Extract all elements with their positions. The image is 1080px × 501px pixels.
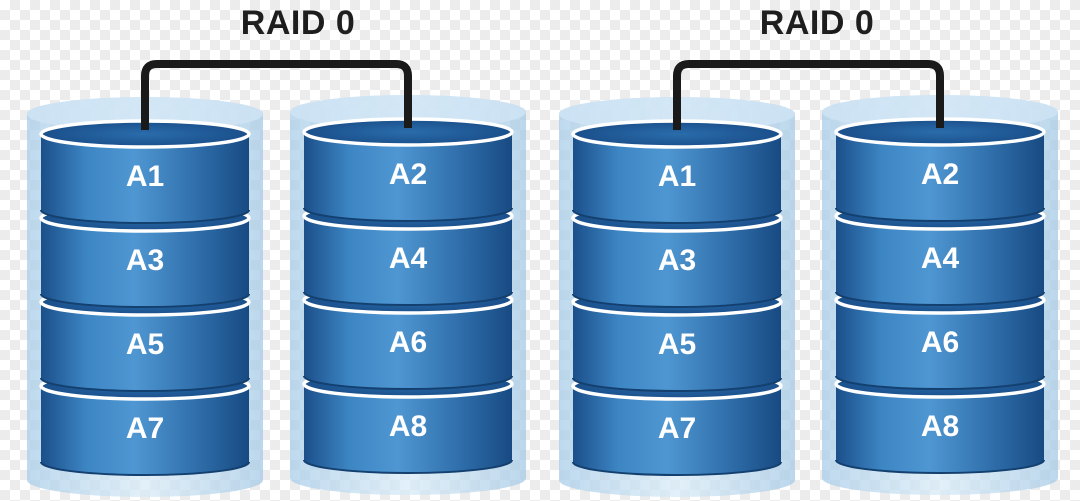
disk-segment: A1 bbox=[39, 119, 251, 224]
segment-body bbox=[836, 384, 1044, 473]
segment-body bbox=[41, 218, 249, 307]
segment-body bbox=[41, 134, 249, 223]
segment-body bbox=[41, 302, 249, 391]
segment-body bbox=[41, 386, 249, 475]
segment-label: A6 bbox=[921, 326, 959, 359]
raid-title-right: RAID 0 bbox=[759, 4, 875, 42]
segment-bottom-edge bbox=[40, 377, 250, 392]
segment-label: A7 bbox=[126, 412, 164, 445]
segment-bottom-edge bbox=[572, 461, 782, 476]
segment-bottom-edge bbox=[835, 375, 1045, 390]
disk-1-0: A7 A5 A3 A1 bbox=[559, 97, 795, 497]
segment-bottom-edge bbox=[835, 291, 1045, 306]
segment-body bbox=[304, 384, 512, 473]
segment-label: A5 bbox=[658, 328, 696, 361]
segment-label: A4 bbox=[389, 242, 428, 275]
segment-label: A3 bbox=[126, 244, 164, 277]
segment-body bbox=[836, 216, 1044, 305]
disk-0-1: A8 A6 A4 A2 bbox=[290, 95, 526, 495]
segment-bottom-edge bbox=[572, 209, 782, 224]
segment-label: A7 bbox=[658, 412, 696, 445]
segment-label: A3 bbox=[658, 244, 696, 277]
segment-label: A1 bbox=[126, 160, 164, 193]
segment-bottom-edge bbox=[572, 377, 782, 392]
segment-body bbox=[304, 132, 512, 221]
segment-label: A8 bbox=[921, 410, 959, 443]
segment-body bbox=[836, 132, 1044, 221]
segment-body bbox=[836, 300, 1044, 389]
segment-bottom-edge bbox=[303, 291, 513, 306]
connector-bracket bbox=[673, 60, 944, 130]
segment-body bbox=[304, 300, 512, 389]
segment-body bbox=[304, 216, 512, 305]
segment-label: A1 bbox=[658, 160, 696, 193]
segment-body bbox=[573, 386, 781, 475]
segment-label: A6 bbox=[389, 326, 427, 359]
segment-bottom-edge bbox=[40, 293, 250, 308]
raid-title-left: RAID 0 bbox=[240, 4, 356, 42]
segment-label: A5 bbox=[126, 328, 164, 361]
segment-label: A4 bbox=[921, 242, 960, 275]
disk-segment: A1 bbox=[571, 119, 783, 224]
segment-bottom-edge bbox=[40, 461, 250, 476]
segment-body bbox=[573, 134, 781, 223]
segment-label: A2 bbox=[921, 158, 959, 191]
disk-segment: A2 bbox=[834, 117, 1046, 222]
connector-bracket bbox=[141, 60, 412, 130]
segment-label: A8 bbox=[389, 410, 427, 443]
segment-body bbox=[573, 218, 781, 307]
segment-bottom-edge bbox=[572, 293, 782, 308]
disk-0-0: A7 A5 A3 A1 bbox=[27, 97, 263, 497]
segment-bottom-edge bbox=[835, 207, 1045, 222]
segment-bottom-edge bbox=[40, 209, 250, 224]
segment-bottom-edge bbox=[303, 207, 513, 222]
segment-bottom-edge bbox=[303, 459, 513, 474]
segment-bottom-edge bbox=[835, 459, 1045, 474]
segment-label: A2 bbox=[389, 158, 427, 191]
segment-body bbox=[573, 302, 781, 391]
disk-1-1: A8 A6 A4 A2 bbox=[822, 95, 1058, 495]
segment-bottom-edge bbox=[303, 375, 513, 390]
disk-segment: A2 bbox=[302, 117, 514, 222]
